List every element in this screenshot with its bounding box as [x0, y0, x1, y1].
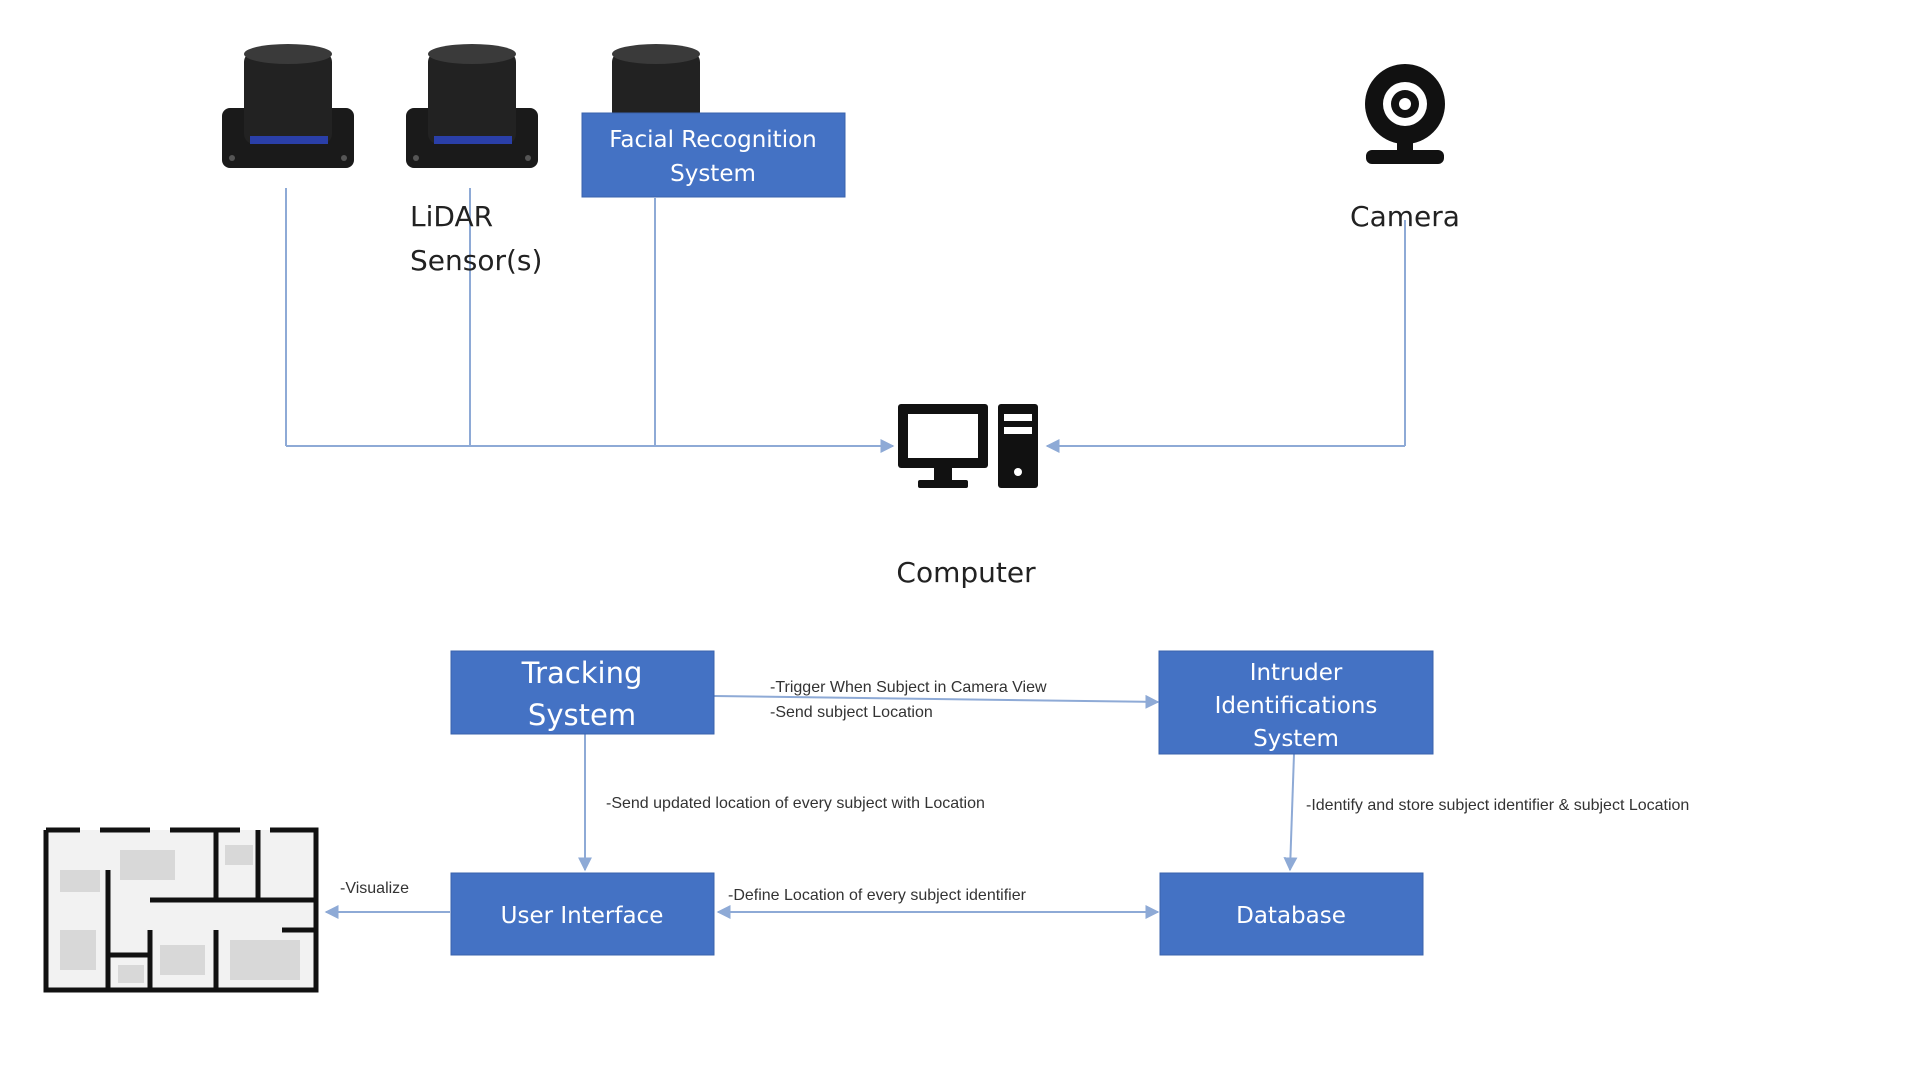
edge-label-trigger: -Trigger When Subject in Camera View — [770, 679, 1047, 696]
sensor-connectors — [285, 188, 1406, 453]
intruder-label-line3: System — [1253, 726, 1339, 752]
lidar-label-line2: Sensor(s) — [410, 244, 542, 277]
facial-recognition-label-line2: System — [670, 161, 756, 187]
desktop-computer-icon — [898, 404, 1038, 488]
tracking-label-line1: Tracking — [521, 656, 643, 690]
intruder-label-line2: Identifications — [1215, 693, 1378, 719]
lidar-sensor-icon — [222, 44, 354, 168]
tracking-label-line2: System — [528, 698, 636, 732]
facial-recognition-label-line1: Facial Recognition — [609, 127, 816, 153]
edge-label-ui-db: -Define Location of every subject identi… — [728, 887, 1027, 904]
user-interface-label: User Interface — [501, 903, 664, 929]
intruder-label-line1: Intruder — [1250, 660, 1343, 686]
edge-label-visualize: -Visualize — [340, 880, 409, 897]
lidar-sensor-icon — [406, 44, 538, 168]
tracking-system-node: Tracking System — [450, 650, 715, 735]
intruder-identification-node: Intruder Identifications System — [1158, 650, 1434, 755]
database-label: Database — [1236, 903, 1346, 929]
user-interface-node: User Interface — [450, 872, 715, 956]
computer-label: Computer — [896, 556, 1036, 589]
edge-label-tracking-to-ui: -Send updated location of every subject … — [606, 795, 985, 812]
facial-recognition-node: Facial Recognition System — [581, 112, 846, 198]
lidar-label-line1: LiDAR — [410, 200, 493, 233]
lidar-sensor-icon — [612, 44, 700, 122]
edge-label-send-location: -Send subject Location — [770, 704, 933, 721]
webcam-icon — [1365, 64, 1445, 164]
edge-label-intruder-to-db: -Identify and store subject identifier &… — [1306, 797, 1689, 814]
floor-plan-icon — [43, 827, 319, 993]
process-connectors — [324, 694, 1298, 919]
camera-label: Camera — [1350, 200, 1460, 233]
database-node: Database — [1159, 872, 1424, 956]
